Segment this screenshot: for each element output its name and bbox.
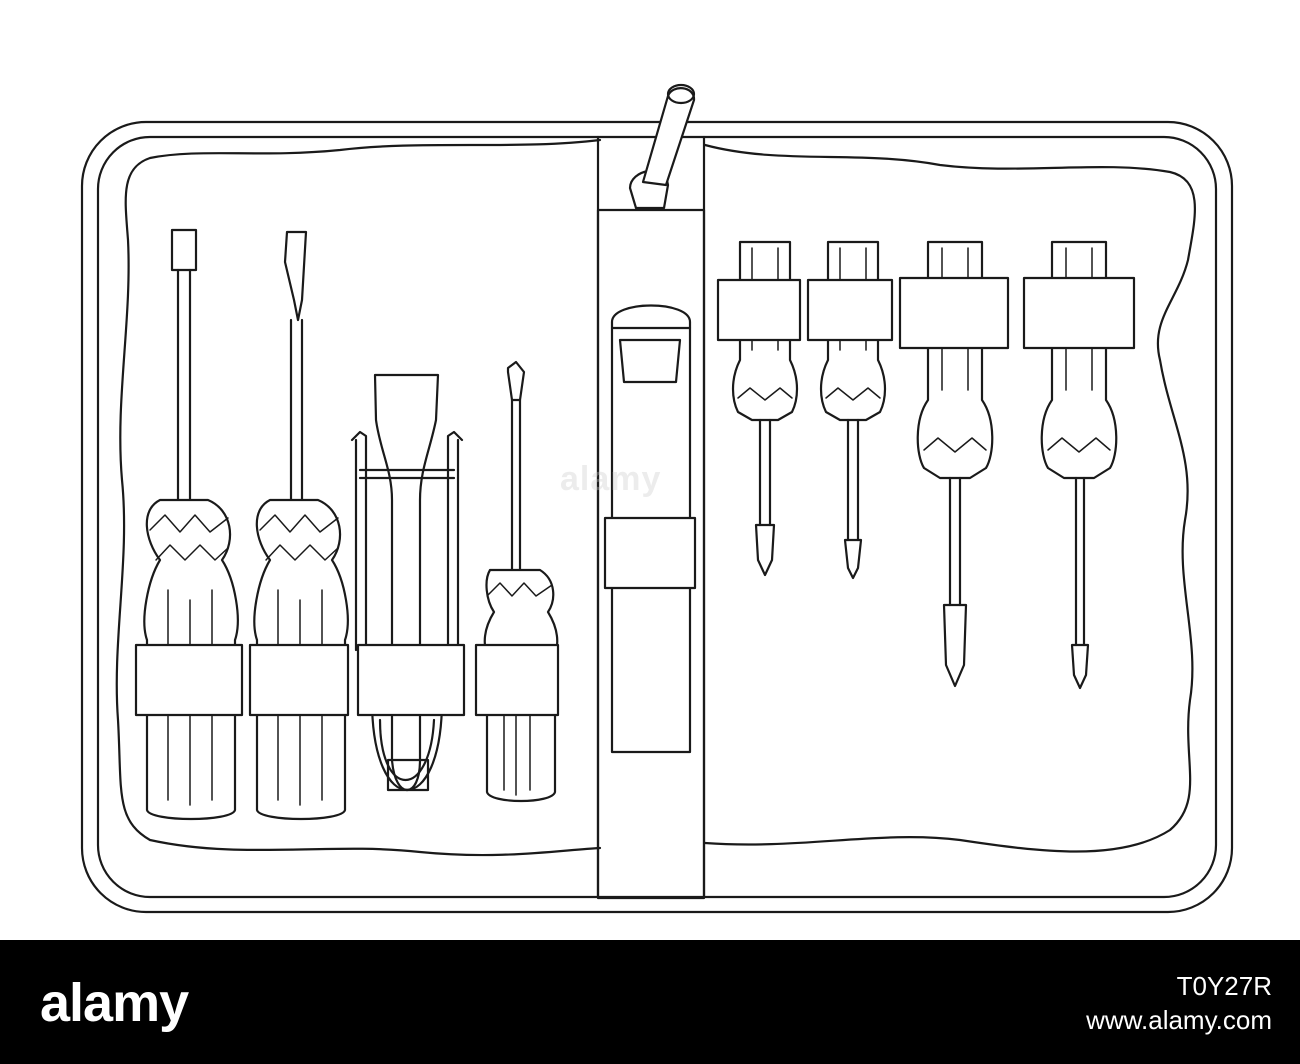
screwdriver-icon	[248, 230, 350, 821]
tool-case-illustration	[80, 83, 1234, 914]
hex-key-set-icon	[350, 373, 466, 792]
zipper-line-right	[703, 143, 1196, 853]
spine-top-strap	[596, 208, 706, 900]
screwdriver-icon	[898, 240, 1010, 688]
zipper-line	[115, 138, 602, 857]
image-id: T0Y27R	[1176, 971, 1272, 1001]
screwdriver-icon	[806, 240, 894, 580]
nut-driver-icon	[134, 228, 244, 821]
site-url[interactable]: www.alamy.com	[1086, 1005, 1272, 1035]
watermark: alamy	[560, 460, 662, 498]
footer-logo[interactable]: alamy	[40, 973, 189, 1033]
screwdriver-icon	[1022, 240, 1136, 690]
footer-bar: alamy T0Y27R www.alamy.com	[0, 940, 1300, 1064]
footer-info: T0Y27R www.alamy.com	[1086, 970, 1272, 1038]
case-outer-frame	[80, 120, 1234, 914]
screwdriver-icon	[716, 240, 802, 577]
zipper-pull-icon	[628, 83, 696, 210]
screwdriver-icon	[474, 360, 560, 803]
voltage-tester-icon	[603, 304, 697, 754]
